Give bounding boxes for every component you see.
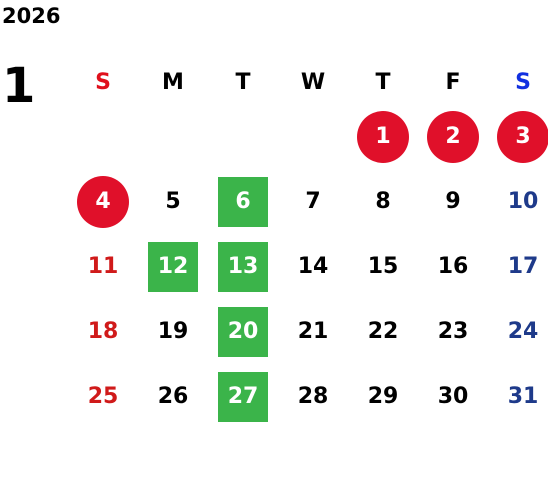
day-number: 15	[367, 254, 399, 279]
day-cell[interactable]: 20	[208, 299, 278, 364]
event-day-number: 27	[218, 371, 268, 422]
day-cell[interactable]: 21	[278, 299, 348, 364]
day-number: 14	[297, 254, 329, 279]
day-number: 16	[437, 254, 469, 279]
day-cell[interactable]: 7	[278, 169, 348, 234]
day-cell[interactable]: 1	[348, 104, 418, 169]
day-cell[interactable]: 23	[418, 299, 488, 364]
empty-day-cell	[138, 104, 208, 169]
day-number: 7	[305, 189, 321, 214]
holiday-day-number: 4	[77, 175, 129, 228]
day-number: 26	[157, 384, 189, 409]
day-cell[interactable]: 8	[348, 169, 418, 234]
weekday-friday: F	[445, 69, 461, 95]
day-number: 28	[297, 384, 329, 409]
day-cell[interactable]: 5	[138, 169, 208, 234]
week-row: 25 26 27 28 29 30 31	[68, 364, 548, 429]
day-cell[interactable]: 17	[488, 234, 548, 299]
weekday-saturday: S	[515, 69, 531, 95]
day-cell[interactable]: 9	[418, 169, 488, 234]
day-number: 30	[437, 384, 469, 409]
event-day-number: 6	[218, 176, 268, 227]
day-number: 29	[367, 384, 399, 409]
day-cell[interactable]: 2	[418, 104, 488, 169]
day-cell[interactable]: 27	[208, 364, 278, 429]
day-cell[interactable]: 29	[348, 364, 418, 429]
holiday-day-number: 2	[427, 110, 479, 163]
day-cell[interactable]: 25	[68, 364, 138, 429]
day-number: 23	[437, 319, 469, 344]
day-cell[interactable]: 22	[348, 299, 418, 364]
weekday-sunday: S	[95, 69, 111, 95]
day-number: 10	[507, 189, 539, 214]
day-number: 22	[367, 319, 399, 344]
empty-day-cell	[278, 104, 348, 169]
week-row: 18 19 20 21 22 23 24	[68, 299, 548, 364]
day-cell[interactable]: 30	[418, 364, 488, 429]
day-cell[interactable]: 28	[278, 364, 348, 429]
day-number: 18	[87, 319, 119, 344]
week-row: 4 5 6 7 8 9 10	[68, 169, 548, 234]
day-cell[interactable]: 10	[488, 169, 548, 234]
day-cell[interactable]: 11	[68, 234, 138, 299]
week-row: 11 12 13 14 15 16 17	[68, 234, 548, 299]
holiday-day-number: 3	[497, 110, 548, 163]
day-cell[interactable]: 3	[488, 104, 548, 169]
holiday-day-number: 1	[357, 110, 409, 163]
day-number: 21	[297, 319, 329, 344]
day-cell[interactable]: 6	[208, 169, 278, 234]
day-number: 11	[87, 254, 119, 279]
day-cell[interactable]: 31	[488, 364, 548, 429]
day-number: 9	[445, 189, 461, 214]
weekday-wednesday: W	[300, 69, 326, 95]
day-number: 19	[157, 319, 189, 344]
day-number: 25	[87, 384, 119, 409]
day-number: 5	[165, 189, 181, 214]
day-cell[interactable]: 4	[68, 169, 138, 234]
event-day-number: 12	[148, 241, 198, 292]
day-cell[interactable]: 12	[138, 234, 208, 299]
event-day-number: 20	[218, 306, 268, 357]
day-number: 31	[507, 384, 539, 409]
day-number: 24	[507, 319, 539, 344]
month-number: 1	[2, 58, 36, 114]
day-number: 8	[375, 189, 391, 214]
weekday-tuesday: T	[235, 69, 251, 95]
day-cell[interactable]: 15	[348, 234, 418, 299]
year-label: 2026	[2, 4, 61, 28]
weekday-monday: M	[162, 69, 184, 95]
day-cell[interactable]: 13	[208, 234, 278, 299]
day-cell[interactable]: 16	[418, 234, 488, 299]
event-day-number: 13	[218, 241, 268, 292]
day-cell[interactable]: 24	[488, 299, 548, 364]
empty-day-cell	[68, 104, 138, 169]
day-cell[interactable]: 26	[138, 364, 208, 429]
weekday-header: S M T W T F S	[68, 60, 548, 104]
weekday-thursday: T	[375, 69, 391, 95]
day-cell[interactable]: 18	[68, 299, 138, 364]
day-cell[interactable]: 19	[138, 299, 208, 364]
day-number: 17	[507, 254, 539, 279]
day-cell[interactable]: 14	[278, 234, 348, 299]
empty-day-cell	[208, 104, 278, 169]
